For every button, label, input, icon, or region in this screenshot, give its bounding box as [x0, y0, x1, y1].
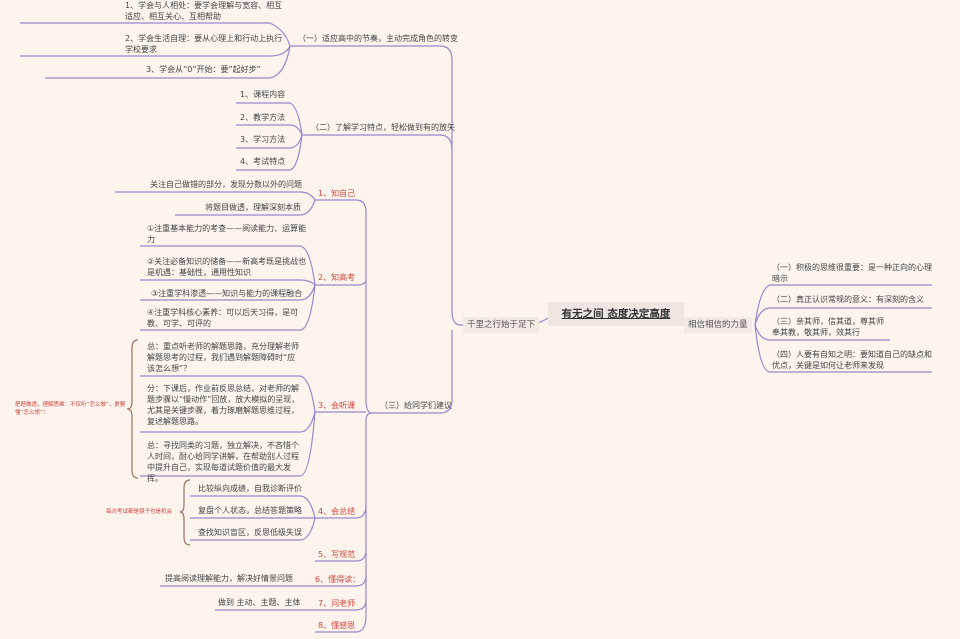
leaf-item: 总：寻找同类的习题，独立解决，不吝惜个人时间，耐心给同学讲解，在帮助别人过程中提… [147, 441, 299, 483]
leaf-item: 将题目做透，理解深刻本质 [205, 203, 301, 212]
root-topic[interactable]: 有无之间 态度决定高度 [548, 302, 684, 326]
right-leaf-item: （一）积极的思维很重要：是一种正向的心理暗示 [772, 263, 932, 283]
leaf-item: 总：重点听老师的解题思路，充分理解老师解题思考的过程，我们遇到解题障碍时“应该怎… [147, 342, 299, 373]
leaf-item: ①注重基本能力的考查——阅读能力、运算能力 [147, 224, 307, 244]
leaf-item: 1、学会与人相处：要学会理解与宽容、相互适应、相互关心、互相帮助 [125, 1, 283, 21]
right-leaf-item: （四）人要有自知之明：要知道自己的缺点和优点，关键是如何让老师来发现 [772, 350, 932, 370]
leaf-item: 4、考试特点 [240, 157, 286, 166]
sub-label[interactable]: 4、会总结 [318, 507, 356, 516]
leaf-item: ②关注必备知识的储备——新高考既是挑战也是机遇：基础性，通用性知识 [147, 257, 307, 277]
sub-label[interactable]: 1、知自己 [318, 189, 356, 198]
leaf-item: ④注重学科核心素养：可以后天习得，是可教、可学、可评的 [147, 308, 299, 328]
sub-label[interactable]: 5、写规范 [318, 550, 356, 559]
sub-label[interactable]: 6、懂得读： [315, 575, 361, 584]
sub-label[interactable]: 7、问老师 [318, 599, 356, 608]
section-1-label[interactable]: （一）适应高中的节奏，主动完成角色的转变 [298, 34, 458, 43]
leaf-item: 复盘个人状态，总结答题策略 [198, 506, 302, 515]
right-leaf-item: （三）亲其师，信其道，尊其师 奉其教，敬其师，效其行 [772, 317, 884, 337]
leaf-item: 提高阅读理解能力，解决好情景问题 [165, 574, 293, 583]
red-note: 把题做透，理解思维：不仅听“怎么做”，更要懂“怎么想”！ [15, 402, 126, 416]
section-3-label[interactable]: （三）给同学们建议 [380, 401, 452, 410]
leaf-item: 3、学习方法 [240, 135, 286, 144]
right-main-branch[interactable]: 相信相信的力量 [684, 317, 752, 333]
right-leaf-item: （二）真正认识常规的意义：有深刻的含义 [772, 295, 924, 304]
sub-label[interactable]: 8、懂感恩 [318, 621, 356, 630]
sub-label[interactable]: 3、会听课 [318, 401, 356, 410]
leaf-item: 2、学会生活自理：要从心理上和行动上执行学校要求 [125, 34, 283, 54]
section-2-label[interactable]: （二）了解学习特点，轻松做到有的放矢 [311, 123, 455, 132]
leaf-item: ③注重学科渗透——知识与能力的课程融合 [151, 289, 303, 298]
leaf-item: 3、学会从“0”开始：要“起好步” [146, 65, 261, 74]
sub-label[interactable]: 2、知高考 [318, 273, 356, 282]
leaf-item: 2、教学方法 [240, 113, 286, 122]
leaf-item: 1、课程内容 [240, 90, 286, 99]
leaf-item: 做到 主动、主题、主体 [218, 598, 301, 607]
left-main-branch[interactable]: 千里之行始于足下 [463, 317, 540, 333]
leaf-item: 关注自己做错的部分，发现分数以外的问题 [150, 180, 302, 189]
leaf-item: 比较纵向成绩，自我诊断评价 [198, 484, 302, 493]
leaf-item: 查找知识盲区，反思低级失误 [198, 528, 302, 537]
red-note: 每次考试都是镜子也是机会 [106, 509, 173, 515]
leaf-item: 分：下课后，作业前反思总结，对老师的解题步骤以“慢动作”回放，放大模拟的呈现，尤… [147, 384, 300, 426]
